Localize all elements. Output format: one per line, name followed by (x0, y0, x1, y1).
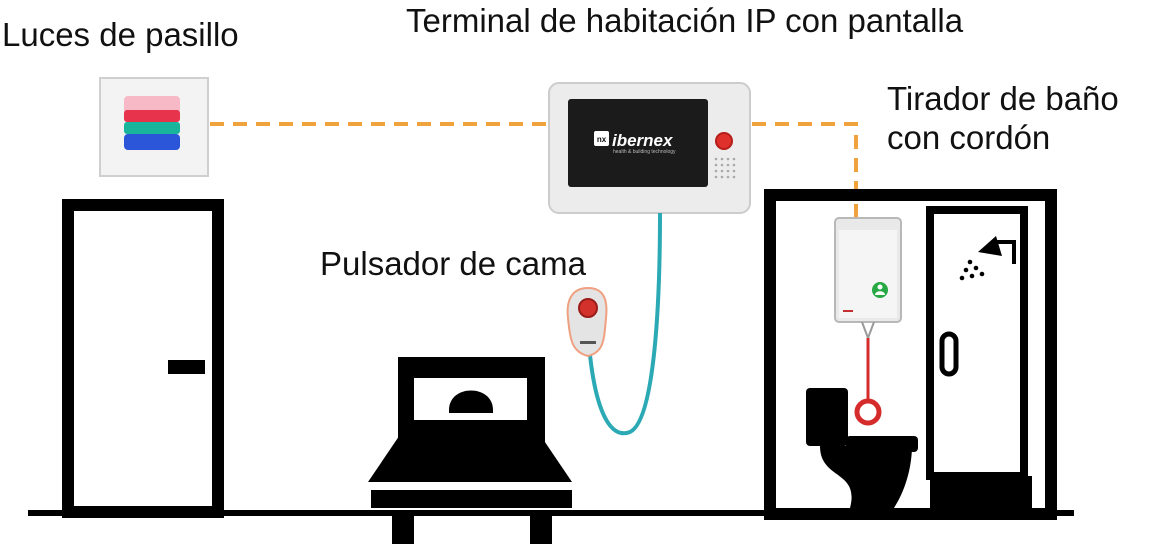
label-hallway-lights: Luces de pasillo (2, 16, 239, 53)
pillow (449, 390, 493, 413)
terminal-brand-tagline: health & building technology (613, 149, 676, 155)
terminal-brand-logo: ibernex (612, 131, 673, 150)
floor-line (28, 510, 1074, 516)
shower-base (930, 476, 1032, 510)
door-handle (168, 360, 205, 374)
bed (368, 357, 572, 544)
bathroom (764, 189, 1057, 520)
bed-button-cable (588, 212, 662, 436)
toilet (806, 388, 918, 508)
bathroom-pull-cord-unit (834, 217, 902, 426)
label-bathroom-pull-line2: con cordón (887, 118, 1051, 156)
brand-mark-icon (594, 131, 609, 146)
connector-lines (210, 122, 858, 218)
terminal-screen (568, 99, 708, 187)
person-icon (872, 282, 888, 298)
speaker-grille-icon (714, 157, 736, 179)
room-terminal: nx (548, 82, 751, 214)
shower-door-handle (939, 331, 959, 377)
shower-icon (959, 236, 1016, 281)
connector-terminal-to-pull (752, 122, 858, 218)
mattress (371, 490, 572, 508)
label-bathroom-pull-line1: Tirador de baño (887, 80, 1119, 117)
label-bathroom-pull: Tirador de baño con cordón (887, 80, 1119, 158)
bed-call-button (566, 286, 608, 358)
label-bed-button: Pulsador de cama (320, 245, 586, 282)
label-room-terminal: Terminal de habitación IP con pantalla (406, 2, 964, 39)
hallway-light (99, 77, 209, 177)
svg-text:nx: nx (597, 135, 607, 144)
terminal-call-button (715, 132, 733, 150)
door (62, 199, 224, 518)
pull-ring (854, 398, 882, 426)
